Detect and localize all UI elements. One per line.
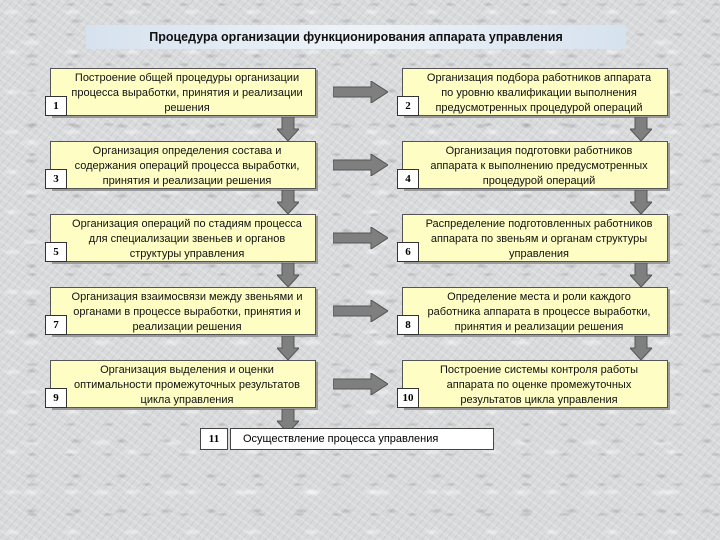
step-text-10: Построение системы контроля работы аппар… <box>440 364 638 406</box>
arrow-right-5-6 <box>333 227 388 249</box>
arrow-right-3-4 <box>333 154 388 176</box>
step-number-1: 1 <box>45 96 67 116</box>
arrow-right-9-10 <box>333 373 388 395</box>
arrow-down-7-9 <box>277 336 299 360</box>
step-number-3: 3 <box>45 169 67 189</box>
step-number-10: 10 <box>397 388 419 408</box>
step-box-11: Осуществление процесса управления <box>230 428 494 450</box>
step-number-8: 8 <box>397 315 419 335</box>
step-text-6: Распределение подготовленных работников … <box>425 218 653 260</box>
step-text-4: Организация подготовки работников аппара… <box>430 145 648 187</box>
step-box-3: Организация определения состава и содерж… <box>45 141 316 189</box>
step-number-7: 7 <box>45 315 67 335</box>
step-box-5: Организация операций по стадиям процесса… <box>45 214 316 262</box>
step-text-7: Организация взаимосвязи между звеньями и… <box>71 291 303 333</box>
arrow-down-3-5 <box>277 190 299 214</box>
arrow-down-9-11 <box>277 409 299 433</box>
diagram-title: Процедура организации функционирования а… <box>86 25 626 49</box>
step-text-8: Определение места и роли каждого работни… <box>427 291 651 333</box>
arrow-down-8-10 <box>630 336 652 360</box>
step-box-2: Организация подбора работников аппарата … <box>397 68 668 116</box>
step-box-8: Определение места и роли каждого работни… <box>397 287 668 335</box>
arrow-down-2-4 <box>630 117 652 141</box>
arrow-down-1-3 <box>277 117 299 141</box>
step-box-1: Построение общей процедуры организации п… <box>45 68 316 116</box>
step-text-5: Организация операций по стадиям процесса… <box>72 218 302 260</box>
arrow-right-7-8 <box>333 300 388 322</box>
step-box-7: Организация взаимосвязи между звеньями и… <box>45 287 316 335</box>
step-text-1: Построение общей процедуры организации п… <box>71 72 303 114</box>
step-text-2: Организация подбора работников аппарата … <box>426 72 652 114</box>
step-number-9: 9 <box>45 388 67 408</box>
arrow-down-5-7 <box>277 263 299 287</box>
step-text-3: Организация определения состава и содерж… <box>74 145 300 187</box>
step-text-9: Организация выделения и оценки оптимальн… <box>74 364 300 406</box>
step-number-6: 6 <box>397 242 419 262</box>
arrow-down-6-8 <box>630 263 652 287</box>
step-number-2: 2 <box>397 96 419 116</box>
step-box-10: Построение системы контроля работы аппар… <box>397 360 668 408</box>
arrow-right-1-2 <box>333 81 388 103</box>
arrow-down-4-6 <box>630 190 652 214</box>
step-number-5: 5 <box>45 242 67 262</box>
step-number-4: 4 <box>397 169 419 189</box>
step-number-11: 11 <box>200 428 228 450</box>
step-box-9: Организация выделения и оценки оптимальн… <box>45 360 316 408</box>
step-box-4: Организация подготовки работников аппара… <box>397 141 668 189</box>
step-box-6: Распределение подготовленных работников … <box>397 214 668 262</box>
